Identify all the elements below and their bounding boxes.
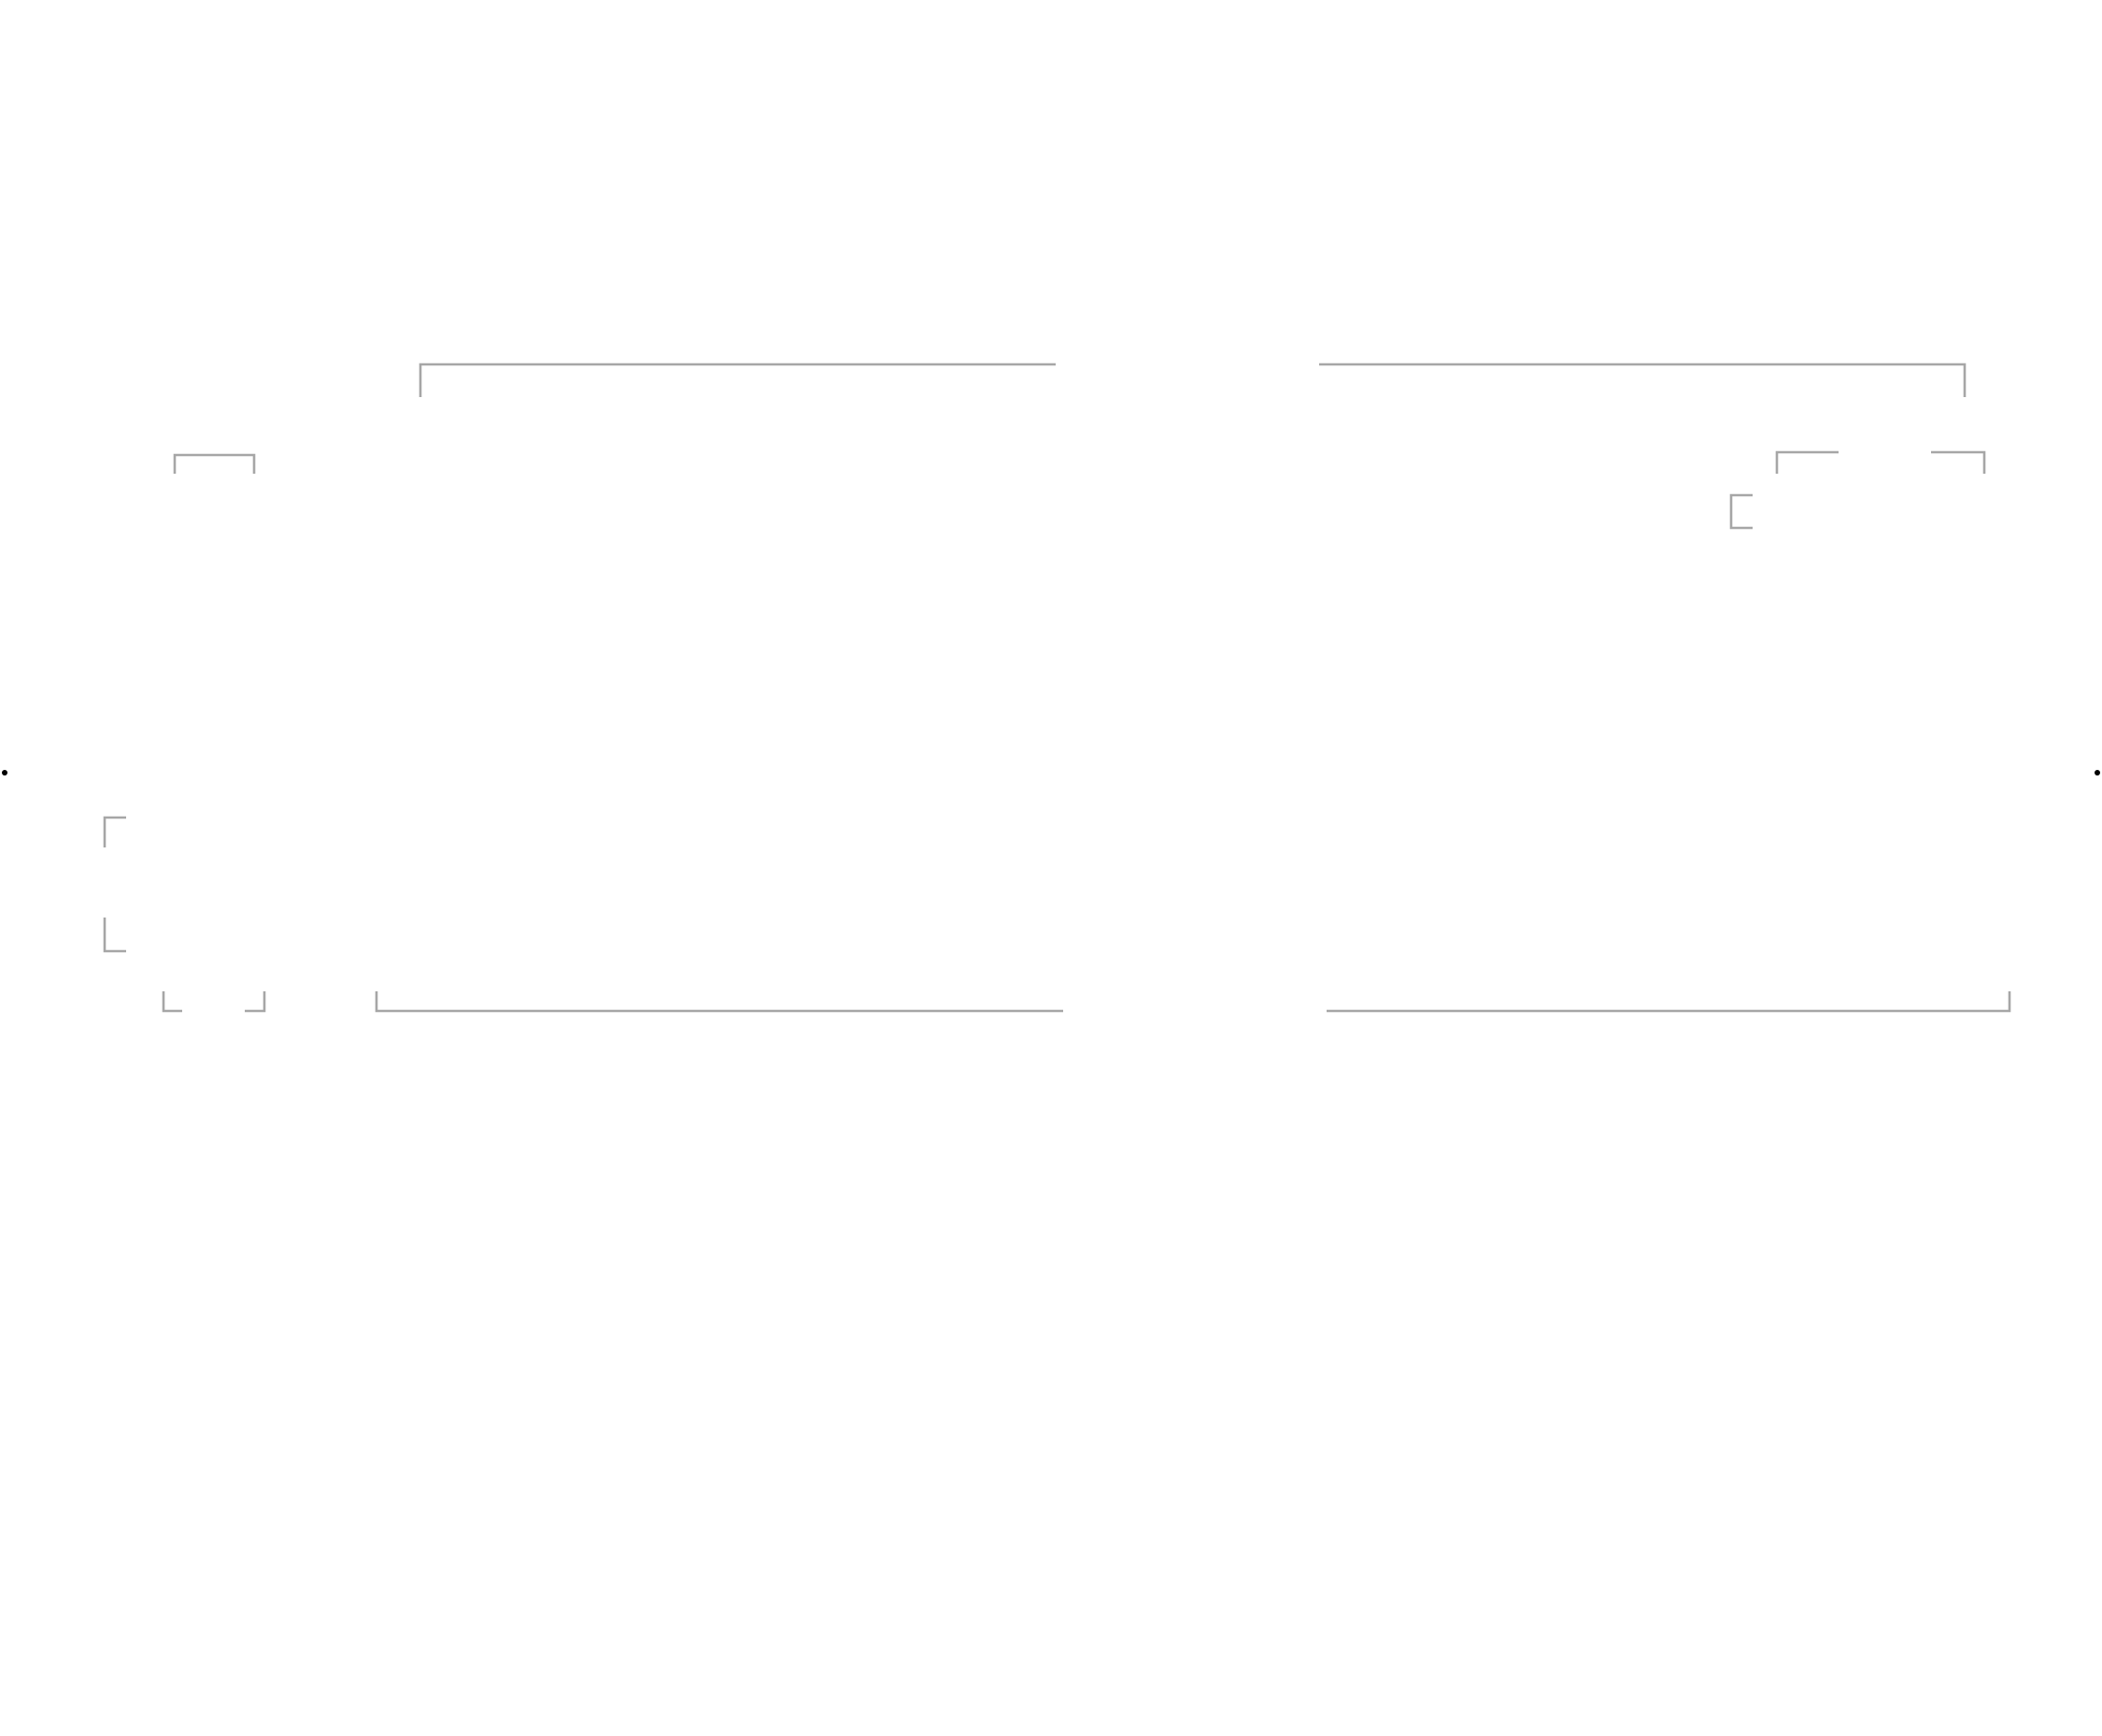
left-side-top-bracket (103, 816, 126, 847)
right-edge-dot (2095, 770, 2100, 776)
bottom-left-long-bracket (375, 991, 1063, 1013)
top-right-long-bracket (1319, 363, 1967, 397)
upper-right-side-tick-bracket (1729, 493, 1753, 530)
bottom-right-long-bracket (1327, 991, 2011, 1013)
left-edge-dot (2, 770, 7, 776)
left-side-bottom-bracket (103, 918, 126, 953)
bottom-left-small-right-bracket (245, 991, 266, 1013)
upper-left-small-bracket (173, 453, 256, 474)
bottom-left-small-left-bracket (162, 991, 182, 1013)
upper-right-small-right-corner-bracket (1931, 450, 1986, 474)
brackets-group (103, 363, 2011, 1013)
upper-right-small-left-corner-bracket (1775, 450, 1839, 474)
top-left-long-bracket (419, 363, 1056, 397)
